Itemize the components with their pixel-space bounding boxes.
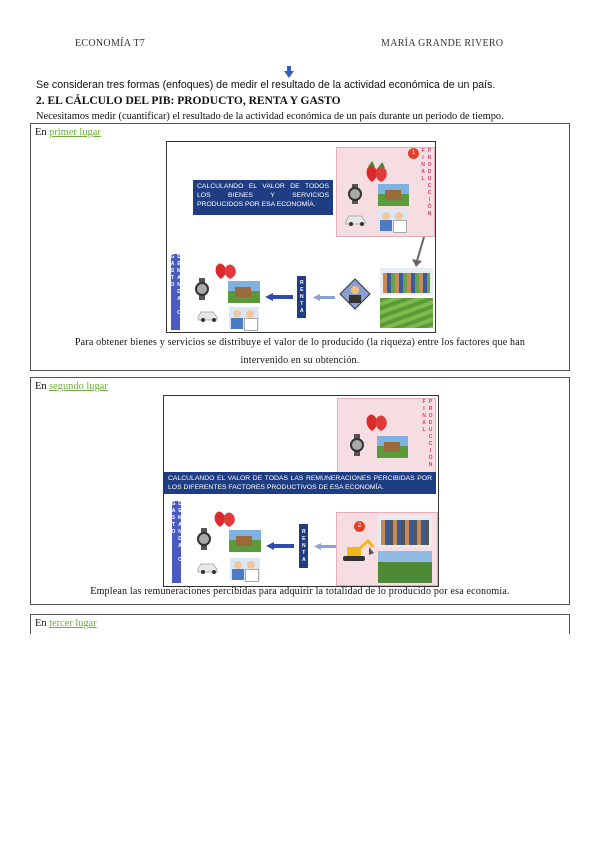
demanda-gasto-label: DEMANDA O GASTO xyxy=(170,254,182,330)
header-author: MARÍA GRANDE RIVERO xyxy=(381,38,504,49)
method-box-3: En tercer lugar xyxy=(30,614,570,634)
watch-icon xyxy=(350,434,364,456)
house-image xyxy=(377,436,408,458)
strawberry-icon xyxy=(215,263,236,279)
section-title: 2. EL CÁLCULO DEL PIB: PRODUCTO, RENTA Y… xyxy=(36,95,341,107)
car-icon xyxy=(345,215,366,226)
watch-icon xyxy=(348,184,362,204)
method-box-2: En segundo lugar PRODUCCIÓN FINAL CALCUL… xyxy=(30,377,570,605)
intro-text: Se consideran tres formas (enfoques) de … xyxy=(36,79,496,91)
service-workers-image xyxy=(229,307,259,331)
box-label-prefix: En xyxy=(35,127,50,138)
strawberry-icon xyxy=(214,511,235,527)
arrow-left-icon xyxy=(313,294,335,301)
link-segundo-lugar[interactable]: segundo lugar xyxy=(49,381,108,392)
badge-1: 1 xyxy=(408,148,419,159)
arrow-down-diagonal-icon xyxy=(412,237,425,267)
factors-diamond-icon xyxy=(339,278,371,310)
arrow-left-icon xyxy=(314,543,336,550)
header-subject: ECONOMÍA T7 xyxy=(75,38,146,49)
method-box-1: En primer lugar PRODUCCIÓN FINAL 1 CALCU… xyxy=(30,123,570,371)
renta-label: RENTA xyxy=(299,524,308,568)
diagram-slide-1: PRODUCCIÓN FINAL 1 CALCULANDO EL VALOR D… xyxy=(166,141,436,333)
demanda-gasto-label: DEMANDA O GASTO xyxy=(171,501,183,583)
service-workers-image xyxy=(378,209,408,233)
renta-label: RENTA xyxy=(297,276,306,318)
watch-icon xyxy=(197,528,211,550)
produccion-final-label: PRODUCCIÓN FINAL xyxy=(420,148,433,218)
watch-icon xyxy=(195,278,209,300)
caption-2: Emplean las remuneraciones percibidas pa… xyxy=(90,586,510,597)
strawberry-icon xyxy=(366,161,387,182)
link-primer-lugar[interactable]: primer lugar xyxy=(49,127,101,138)
produccion-final-label: PRODUCCIÓN FINAL xyxy=(421,399,434,469)
box-label-prefix: En xyxy=(35,618,50,629)
house-image xyxy=(229,530,261,552)
caption-1: Para obtener bienes y servicios se distr… xyxy=(74,337,526,366)
banner-text: CALCULANDO EL VALOR DE TODOS LOS BIENES … xyxy=(193,180,333,215)
farmland-image xyxy=(380,298,433,328)
excavator-icon xyxy=(343,538,375,561)
workers-crowd-image xyxy=(378,515,432,547)
diagram-slide-2: PRODUCCIÓN FINAL CALCULANDO EL VALOR DE … xyxy=(163,395,439,587)
banner-text: CALCULANDO EL VALOR DE TODAS LAS REMUNER… xyxy=(164,472,436,494)
lead-text: Necesitamos medir (cuantificar) el resul… xyxy=(36,111,504,122)
house-image xyxy=(228,281,260,303)
box-label-prefix: En xyxy=(35,381,50,392)
link-tercer-lugar[interactable]: tercer lugar xyxy=(49,618,97,629)
strawberry-icon xyxy=(366,414,387,431)
box-label: En primer lugar xyxy=(35,127,101,138)
box-label: En segundo lugar xyxy=(35,381,108,392)
car-icon xyxy=(197,311,218,322)
badge-2: 2 xyxy=(354,521,365,532)
box-label: En tercer lugar xyxy=(35,618,97,629)
workers-crowd-image xyxy=(380,268,433,295)
car-icon xyxy=(197,563,218,574)
arrow-left-icon xyxy=(265,293,293,301)
arrow-left-icon xyxy=(266,542,294,550)
down-arrow-icon xyxy=(284,66,294,78)
service-workers-image xyxy=(230,558,260,582)
farmland-image xyxy=(378,551,432,583)
house-image xyxy=(378,184,409,206)
